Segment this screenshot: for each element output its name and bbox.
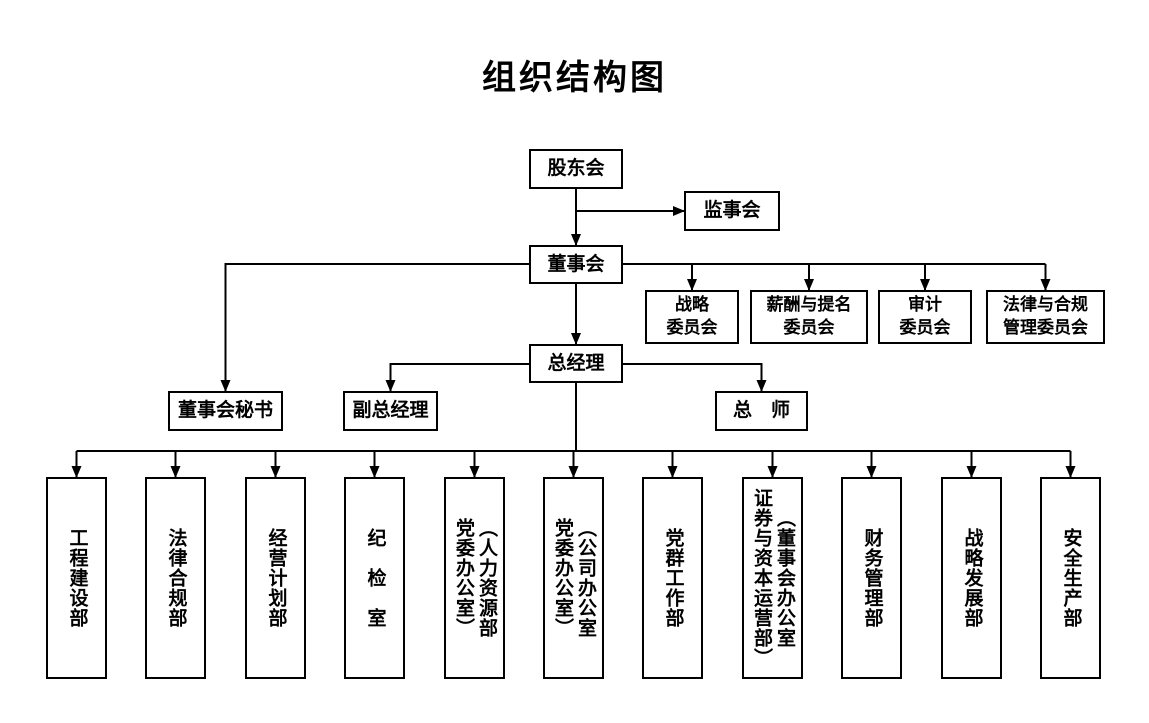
node-label: 监事会 <box>703 200 761 222</box>
dept-party-mass-work: 党群工作部 <box>642 477 703 679</box>
dept-label-column: 法律合规部 <box>165 528 187 628</box>
dept-label-column: （董事会办公室 <box>773 508 795 648</box>
node-deputy-general-manager: 副总经理 <box>343 391 438 431</box>
dept-label-column: 党群工作部 <box>662 528 684 628</box>
node-board-secretary: 董事会秘书 <box>168 391 283 431</box>
node-label: 总 师 <box>732 400 790 422</box>
dept-discipline-inspection: 纪 检 室 <box>344 477 405 679</box>
node-general-manager: 总经理 <box>529 344 623 383</box>
node-label: 股东会 <box>547 158 605 180</box>
node-board-of-directors: 董事会 <box>529 245 623 284</box>
dept-operation-planning: 经营计划部 <box>245 477 306 679</box>
node-label-line1: 法律与合规 <box>1003 295 1088 315</box>
dept-financial-management: 财务管理部 <box>841 477 902 679</box>
dept-label-column: 党委办公室） <box>552 518 573 638</box>
node-label: 副总经理 <box>352 400 429 422</box>
node-shareholders: 股东会 <box>529 149 623 189</box>
dept-strategic-development: 战略发展部 <box>941 477 1002 679</box>
dept-safety-production: 安全生产部 <box>1040 477 1101 679</box>
node-label-line2: 委员会 <box>666 318 718 337</box>
dept-label-column: 战略发展部 <box>961 528 983 628</box>
node-label-line1: 薪酬与提名 <box>766 295 852 315</box>
dept-label-column: 证券与资本运营部） <box>751 488 772 668</box>
node-label-line2: 管理委员会 <box>1003 318 1088 337</box>
node-label: 总经理 <box>547 352 605 374</box>
node-strategy-committee: 战略 委员会 <box>645 290 739 344</box>
dept-securities-capital-operation: （董事会办公室 证券与资本运营部） <box>742 477 803 679</box>
node-supervisory-board: 监事会 <box>684 191 780 231</box>
node-label-line1: 审计 <box>908 295 942 315</box>
dept-legal-compliance: 法律合规部 <box>145 477 206 679</box>
node-audit-committee: 审计 委员会 <box>878 290 972 344</box>
dept-label-column: 党委办公室） <box>453 518 474 638</box>
dept-label-column: 安全生产部 <box>1060 528 1082 628</box>
dept-label-column: 经营计划部 <box>265 528 287 628</box>
dept-label-column: 纪 检 室 <box>364 528 386 628</box>
page-title: 组织结构图 <box>482 59 667 97</box>
dept-label-column: （人力资源部 <box>475 518 497 638</box>
node-label: 董事会秘书 <box>177 400 273 422</box>
node-legal-compliance-committee: 法律与合规 管理委员会 <box>986 290 1105 344</box>
node-chief-engineer: 总 师 <box>715 391 808 431</box>
dept-label-column: 财务管理部 <box>861 528 883 628</box>
dept-engineering-construction: 工程建设部 <box>46 477 107 679</box>
node-label-line1: 战略 <box>675 295 709 315</box>
dept-party-committee-office-company: （公司办公室 党委办公室） <box>543 477 604 679</box>
dept-party-committee-office-hr: （人力资源部 党委办公室） <box>444 477 505 679</box>
node-label: 董事会 <box>547 253 605 275</box>
dept-label-column: 工程建设部 <box>66 528 88 628</box>
node-label-line2: 委员会 <box>783 318 835 337</box>
dept-label-column: （公司办公室 <box>574 518 596 638</box>
node-remuneration-nomination-committee: 薪酬与提名 委员会 <box>750 290 868 344</box>
node-label-line2: 委员会 <box>899 318 951 337</box>
